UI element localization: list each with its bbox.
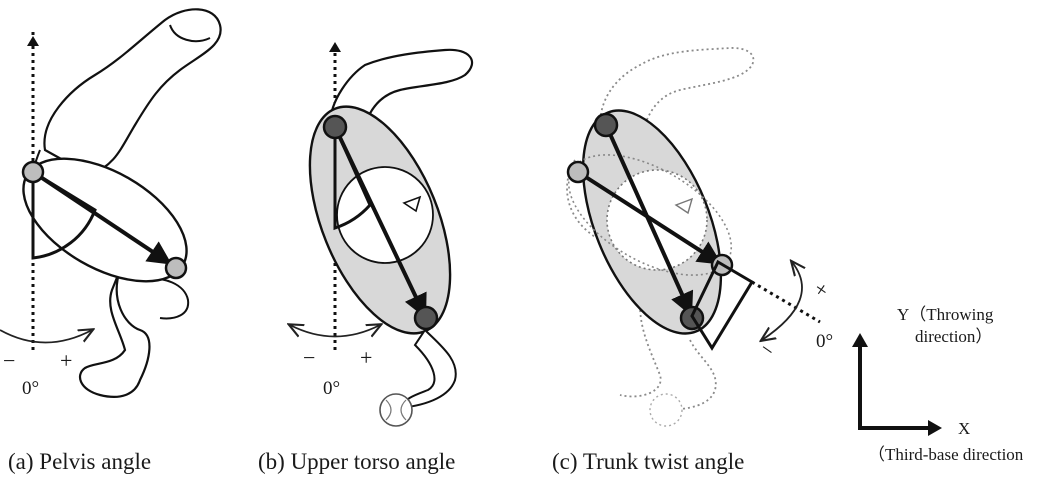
zero-degree-b: 0° (323, 378, 340, 399)
ball-icon-b (380, 394, 412, 426)
reference-arrowhead-a (27, 36, 39, 46)
hip-marker-left (23, 162, 43, 182)
y-axis-label-line2: direction） (915, 327, 992, 346)
coordinate-axes: Y（Throwing direction） X （Third-base dire… (852, 305, 1024, 464)
shoulder-marker-top-c (595, 114, 617, 136)
plus-sign-c: + (809, 276, 834, 304)
inner-circle-c (607, 170, 707, 270)
caption-trunk-twist: (c) Trunk twist angle (552, 449, 744, 474)
plus-sign-a: + (60, 348, 72, 373)
caption-pelvis: (a) Pelvis angle (8, 449, 151, 474)
x-axis-label: X (958, 419, 970, 438)
y-axis-label: Y（Throwing (897, 305, 994, 324)
minus-sign-c: − (755, 336, 780, 364)
throwing-arm-b (400, 330, 456, 408)
minus-sign-a: − (3, 348, 15, 373)
minus-sign-b: − (303, 345, 315, 370)
plus-sign-b: + (360, 345, 372, 370)
x-axis-label-line2: （Third-base direction (868, 445, 1024, 464)
shoulder-marker-top (324, 116, 346, 138)
caption-upper-torso: (b) Upper torso angle (258, 449, 455, 474)
rotation-arrow-a (0, 330, 92, 343)
reference-arrowhead-b (329, 42, 341, 52)
hip-marker-right (166, 258, 186, 278)
panel-upper-torso: − + 0° (b) Upper torso angle (258, 42, 479, 474)
twist-reference-dotted (752, 282, 820, 322)
shoulder-marker-bottom (415, 307, 437, 329)
inner-circle-b (337, 167, 433, 263)
ghost-ball-c (650, 394, 682, 426)
panel-pelvis: − + 0° (a) Pelvis angle (0, 9, 221, 474)
panel-trunk-twist: + − 0° (c) Trunk twist angle (549, 48, 834, 474)
arm-shape-a (44, 9, 220, 175)
zero-degree-c: 0° (816, 331, 833, 352)
zero-degree-a: 0° (22, 378, 39, 399)
hip-marker-left-c (568, 162, 588, 182)
leg-shape-a (80, 270, 149, 397)
